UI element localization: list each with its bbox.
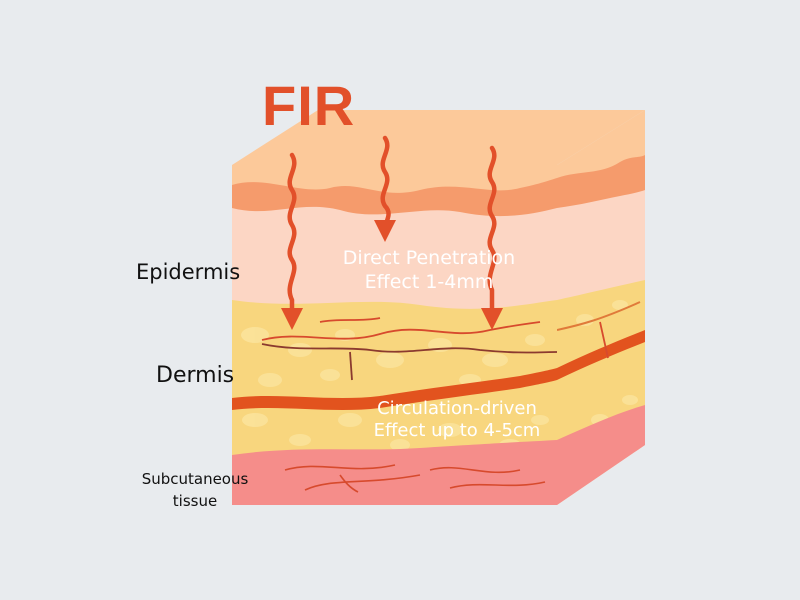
wavy-arrow-icon bbox=[287, 152, 297, 321]
fir-arrowheads bbox=[281, 220, 503, 330]
wavy-arrow-icon bbox=[487, 145, 497, 321]
fir-arrows bbox=[287, 135, 497, 321]
epidermis-layer bbox=[232, 206, 557, 312]
dermis-vessels bbox=[261, 317, 557, 381]
fir-title: FIR bbox=[262, 74, 356, 137]
block-side-face bbox=[557, 110, 645, 505]
subcutaneous-label-line1: Subcutaneous bbox=[141, 470, 249, 488]
circulation-line1: Circulation-driven bbox=[377, 398, 537, 419]
circulation-line2: Effect up to 4-5cm bbox=[373, 420, 541, 441]
subcutaneous-label: Subcutaneous tissue bbox=[131, 468, 259, 512]
subcutaneous-vessels bbox=[284, 464, 546, 493]
penetration-annotation: Direct Penetration Effect 1-4mm bbox=[316, 246, 542, 294]
subcutaneous-label-line2: tissue bbox=[172, 492, 218, 510]
block-top-face bbox=[232, 110, 645, 165]
subcutaneous-layer bbox=[232, 440, 557, 505]
blood-band bbox=[232, 368, 557, 410]
circulation-annotation: Circulation-driven Effect up to 4-5cm bbox=[352, 398, 562, 442]
dermis-layer bbox=[232, 300, 557, 465]
dermis-label: Dermis bbox=[156, 363, 235, 388]
penetration-line2: Effect 1-4mm bbox=[364, 271, 494, 293]
epidermis-label: Epidermis bbox=[136, 260, 241, 284]
penetration-line1: Direct Penetration bbox=[342, 247, 516, 269]
block-front-face bbox=[232, 165, 557, 505]
wavy-arrow-icon bbox=[380, 135, 391, 231]
